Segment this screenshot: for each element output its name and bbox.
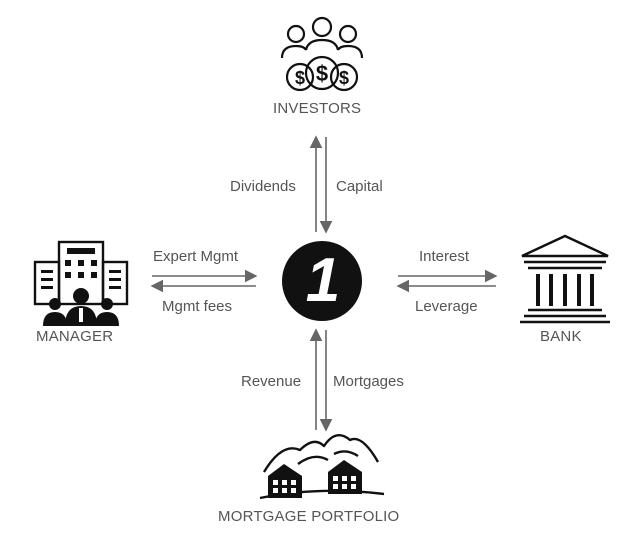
expert-mgmt-label: Expert Mgmt (153, 248, 239, 265)
bank-building-icon (520, 234, 610, 324)
mgmt-fees-label: Mgmt fees (162, 298, 233, 315)
svg-text:$: $ (295, 68, 305, 88)
portfolio-label: MORTGAGE PORTFOLIO (218, 508, 400, 525)
svg-text:$: $ (339, 68, 349, 88)
investors-money-icon: $ $ $ (280, 16, 364, 92)
capital-label: Capital (336, 178, 383, 195)
interest-label: Interest (419, 248, 470, 265)
leverage-label: Leverage (415, 298, 478, 315)
houses-mountains-icon (259, 434, 385, 500)
svg-text:$: $ (316, 61, 328, 86)
mortgages-label: Mortgages (333, 373, 404, 390)
investors-label: INVESTORS (273, 100, 362, 117)
office-building-people-icon (33, 240, 129, 326)
revenue-label: Revenue (241, 373, 302, 390)
manager-label: MANAGER (36, 328, 114, 345)
center-logo: 1 (282, 241, 362, 321)
dividends-label: Dividends (230, 178, 296, 195)
bank-label: BANK (540, 328, 582, 345)
logo-glyph: 1 (306, 246, 340, 315)
